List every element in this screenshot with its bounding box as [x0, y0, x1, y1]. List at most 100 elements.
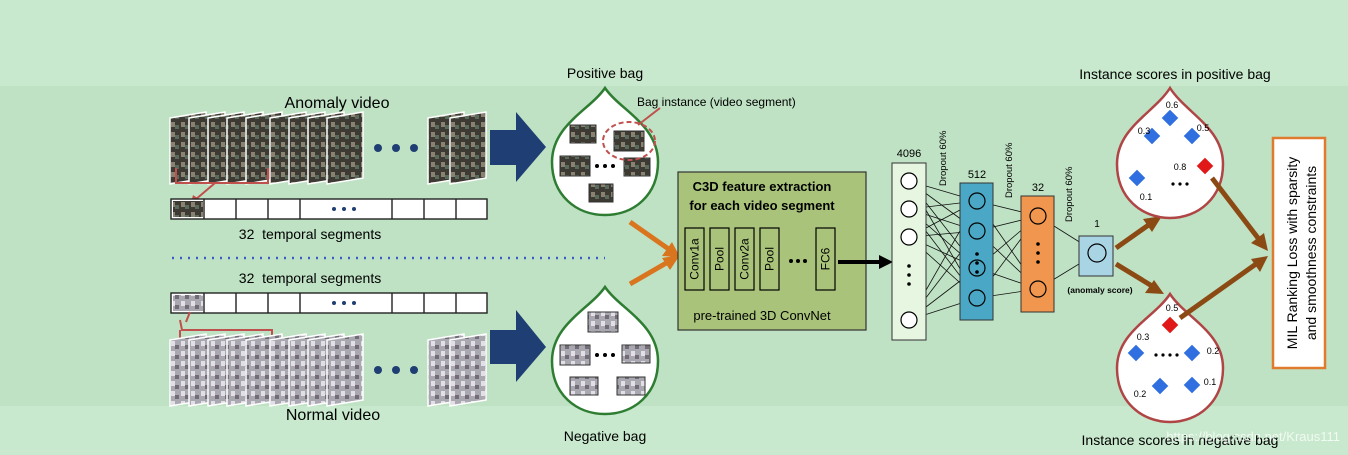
fc-node — [900, 311, 918, 329]
anomaly-frame — [326, 111, 364, 185]
bag-instance-label: Bag instance (video segment) — [637, 95, 796, 109]
anomaly-video-frames — [169, 111, 487, 185]
instance-scores-positive-label: Instance scores in positive bag — [1079, 66, 1270, 82]
arrow-score-to-positive-head — [1143, 216, 1162, 232]
score-diamond — [1182, 375, 1202, 395]
segment-bracket-top — [175, 168, 269, 201]
normal-frame — [449, 333, 487, 407]
arrow-positive-to-loss-head — [1251, 233, 1268, 251]
score-value: 0.8 — [1174, 162, 1187, 172]
score-ellipsis-dot — [1154, 353, 1158, 357]
score-diamond — [1150, 376, 1170, 396]
temporal-segments-top-label: 32 temporal segments — [239, 226, 381, 242]
fc-node — [968, 222, 986, 240]
watermark: https://blog.csdn.net/Kraus111 — [1166, 429, 1340, 444]
c3d-layer-label: Conv2a — [738, 238, 752, 280]
fc-node — [1029, 280, 1047, 298]
negative-bag-clips — [559, 311, 651, 396]
dropout-label-2: Dropout 60% — [1004, 142, 1015, 198]
score-value: 0.6 — [1166, 100, 1179, 110]
fc-node — [900, 228, 918, 246]
c3d-layer-box — [684, 227, 705, 291]
fc-ellipsis-dot — [1036, 260, 1040, 264]
fc-layer-4096 — [891, 162, 927, 341]
score-value: 0.3 — [1138, 126, 1151, 136]
arrow-positive-to-loss — [1210, 176, 1260, 240]
fc-node — [968, 259, 986, 277]
positive-bag-clips — [559, 124, 651, 203]
segment-bar-bottom — [170, 292, 488, 314]
score-ellipsis-dot — [1185, 182, 1189, 186]
positive-bag — [550, 85, 660, 217]
fc-ellipsis-dot — [907, 264, 911, 268]
score-value: 0.5 — [1166, 303, 1179, 313]
arrow-positive-to-c3d-head — [662, 242, 680, 257]
score-diamond — [1142, 126, 1162, 146]
dropout-label-1: Dropout 60% — [938, 130, 949, 186]
score-diamond — [1195, 156, 1215, 176]
fc-ellipsis-dot — [1036, 251, 1040, 255]
c3d-layer-box — [759, 227, 780, 291]
arrow-score-to-negative-head — [1145, 280, 1164, 294]
arrow-negative-to-c3d-head — [662, 255, 680, 270]
positive-score-bag — [1115, 85, 1225, 220]
score-value: 0.1 — [1204, 377, 1217, 387]
fc-node — [968, 192, 986, 210]
fc-node — [1029, 207, 1047, 225]
c3d-feature-extractor: C3D feature extraction for each video se… — [677, 171, 867, 331]
anomaly-score-label: (anomaly score) — [1067, 285, 1132, 295]
normal-frame — [326, 333, 364, 407]
score-diamond — [1127, 168, 1147, 188]
score-value: 0.3 — [1137, 332, 1150, 342]
fc-size-512: 512 — [968, 169, 986, 181]
c3d-title-line2: for each video segment — [689, 198, 835, 213]
fc-ellipsis-dot — [975, 261, 979, 265]
normal-video-frames — [169, 333, 487, 407]
arrow-negative-to-loss-head — [1251, 256, 1268, 272]
mil-ranking-loss-box: MIL Ranking Loss with sparsity and smoot… — [1271, 136, 1327, 370]
fc-size-1: 1 — [1094, 219, 1100, 230]
fc-size-4096: 4096 — [897, 148, 921, 160]
score-value: 0.5 — [1197, 123, 1210, 133]
fc-node — [900, 200, 918, 218]
fc-node — [900, 172, 918, 190]
fc-ellipsis-dot — [975, 270, 979, 274]
fc-ellipsis-dot — [1036, 242, 1040, 246]
c3d-layer-box — [709, 227, 730, 291]
arrow-negative-to-c3d — [628, 259, 670, 287]
c3d-layer-label: Pool — [763, 247, 777, 271]
fc-ellipsis-dot — [907, 273, 911, 277]
arrow-anomaly-to-bag — [490, 112, 546, 182]
score-diamond — [1160, 315, 1180, 335]
score-ellipsis-dot — [1168, 353, 1172, 357]
score-value: 0.2 — [1207, 346, 1220, 356]
loss-line-1: MIL Ranking Loss with sparsity — [1284, 157, 1300, 349]
c3d-title-line1: C3D feature extraction — [693, 179, 832, 194]
score-ellipsis-dot — [1178, 182, 1182, 186]
c3d-layer-label: FC6 — [819, 247, 833, 270]
arrow-c3d-to-fc-head — [879, 255, 893, 269]
anomaly-video-label: Anomaly video — [285, 95, 390, 112]
score-ellipsis-dot — [1175, 353, 1179, 357]
c3d-layer-label: Pool — [713, 247, 727, 271]
normal-video-label: Normal video — [286, 407, 380, 424]
c3d-layer-box — [734, 227, 755, 291]
dropout-label-3: Dropout 60% — [1064, 166, 1075, 222]
c3d-footer: pre-trained 3D ConvNet — [693, 308, 831, 323]
score-diamond — [1182, 343, 1202, 363]
score-diamond — [1160, 108, 1180, 128]
loss-line-2: and smoothness constraints — [1303, 166, 1319, 340]
fc-node — [968, 289, 986, 307]
temporal-segments-bottom-label: 32 temporal segments — [239, 270, 381, 286]
arrow-positive-to-c3d — [628, 219, 672, 253]
fc-layer-output — [1078, 235, 1114, 277]
fc-ellipsis-dot — [907, 282, 911, 286]
arrow-score-to-positive — [1114, 221, 1152, 251]
score-ellipsis-dot — [1161, 353, 1165, 357]
instance-scores-negative-label: Instance scores in negative bag — [1082, 432, 1279, 448]
arrow-negative-to-loss — [1178, 261, 1258, 321]
bag-instance-highlight — [602, 121, 656, 161]
fc-node — [1087, 243, 1107, 263]
